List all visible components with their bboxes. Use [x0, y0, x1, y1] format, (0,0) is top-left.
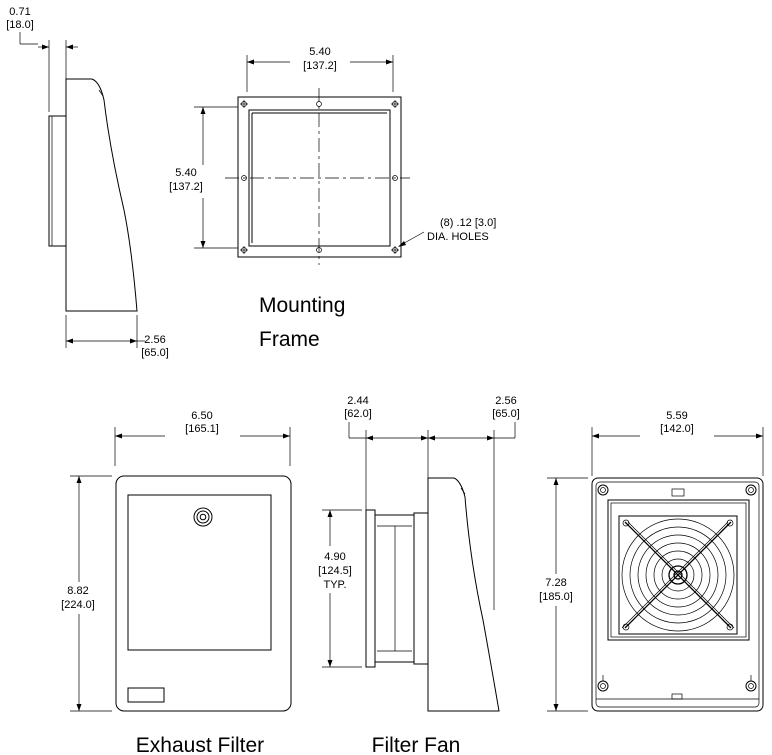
frame-title-2: Frame [259, 328, 320, 351]
fan-height-mm: [124.5] [318, 565, 352, 577]
fan-dim-a-mm: [62.0] [344, 408, 372, 420]
filter-fan-side: 2.44 [62.0] 2.56 [65.0] 4.90 [124.5] TYP… [318, 395, 520, 755]
holes-note-1: (8) .12 [3.0] [440, 217, 496, 229]
frame-width-mm: [137.2] [303, 60, 337, 72]
fan-grill [621, 518, 735, 632]
frame-holes [240, 100, 399, 254]
frame-title-1: Mounting [259, 294, 345, 317]
frame-height-mm: [137.2] [169, 181, 203, 193]
mounting-frame: 5.40 [137.2] 5.40 [137.2] [169, 46, 496, 351]
fan-front-height-in: 7.28 [545, 577, 566, 589]
fan-dim-b-in: 2.56 [495, 395, 516, 407]
fan-dim-a-in: 2.44 [347, 395, 368, 407]
exhaust-caption: Exhaust Filter [136, 734, 264, 755]
exhaust-width-in: 6.50 [191, 410, 212, 422]
fan-dim-b-mm: [65.0] [492, 408, 520, 420]
side-depth-mm: [18.0] [6, 19, 34, 31]
filter-fan-front: 5.59 [142.0] 7.28 [185.0] [539, 410, 764, 712]
fan-front-width-in: 5.59 [666, 410, 687, 422]
holes-note-2: DIA. HOLES [427, 231, 489, 243]
exhaust-filter: 6.50 [165.1] 8.82 [224.0] Exhaust Filter [61, 410, 292, 755]
fan-front-height-mm: [185.0] [539, 591, 573, 603]
exhaust-width-mm: [165.1] [185, 423, 219, 435]
fan-height-in: 4.90 [324, 551, 345, 563]
frame-width-in: 5.40 [309, 46, 330, 58]
side-width-mm: [65.0] [141, 347, 169, 359]
fan-front-width-mm: [142.0] [660, 423, 694, 435]
corner-screws [597, 484, 757, 692]
side-width-in: 2.56 [144, 334, 165, 346]
side-view: 0.71 [18.0] 2.56 [65.0] [6, 6, 169, 359]
frame-height-in: 5.40 [175, 167, 196, 179]
side-depth-in: 0.71 [9, 6, 30, 18]
fan-height-note: TYP. [323, 579, 346, 591]
exhaust-height-in: 8.82 [67, 585, 88, 597]
fan-caption: Filter Fan [372, 734, 461, 755]
exhaust-height-mm: [224.0] [61, 599, 95, 611]
